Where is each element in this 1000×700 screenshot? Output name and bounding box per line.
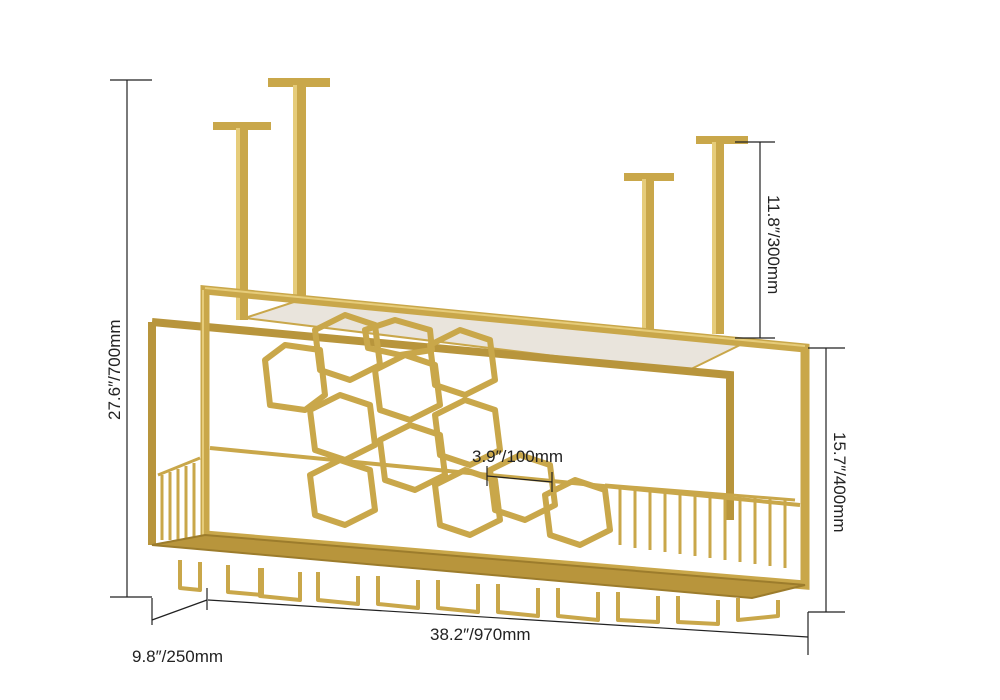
frame-height-label: 15.7″/400mm	[830, 432, 849, 533]
hex-holder	[432, 467, 503, 538]
length-line	[207, 599, 809, 638]
hex-holder	[262, 342, 328, 413]
hexagon-bottle-holders	[262, 312, 613, 548]
hex-holder	[542, 477, 613, 548]
hex-holder	[307, 457, 378, 528]
hex-holder	[432, 397, 503, 468]
ceiling-mount-rods	[213, 78, 748, 334]
depth-line	[151, 599, 208, 621]
mount-rod-back-left	[213, 122, 271, 320]
hex-width-line	[486, 475, 553, 483]
mount-rod-back-right	[624, 173, 674, 329]
mount-rod-front-right	[696, 136, 748, 334]
hex-holder	[307, 392, 378, 463]
hex-holder	[487, 452, 558, 523]
stemware-hanging-rails	[178, 560, 780, 626]
hex-width-label: 3.9″/100mm	[472, 447, 563, 466]
mount-rod-front-left	[268, 78, 330, 300]
right-guard-rail	[604, 483, 796, 568]
length-label: 38.2″/970mm	[430, 625, 531, 644]
bottom-base-plate	[151, 533, 806, 600]
total-height-label: 27.6″/700mm	[105, 319, 124, 420]
front-frame-highlight	[202, 287, 806, 535]
depth-label: 9.8″/250mm	[132, 647, 223, 666]
hex-holder	[377, 422, 448, 493]
rod-height-label: 11.8″/300mm	[764, 195, 783, 294]
hex-holder	[427, 327, 498, 398]
dimension-lines	[110, 79, 845, 655]
hex-holder	[362, 317, 435, 358]
left-guard-rail	[157, 456, 201, 540]
back-frame	[148, 318, 734, 545]
